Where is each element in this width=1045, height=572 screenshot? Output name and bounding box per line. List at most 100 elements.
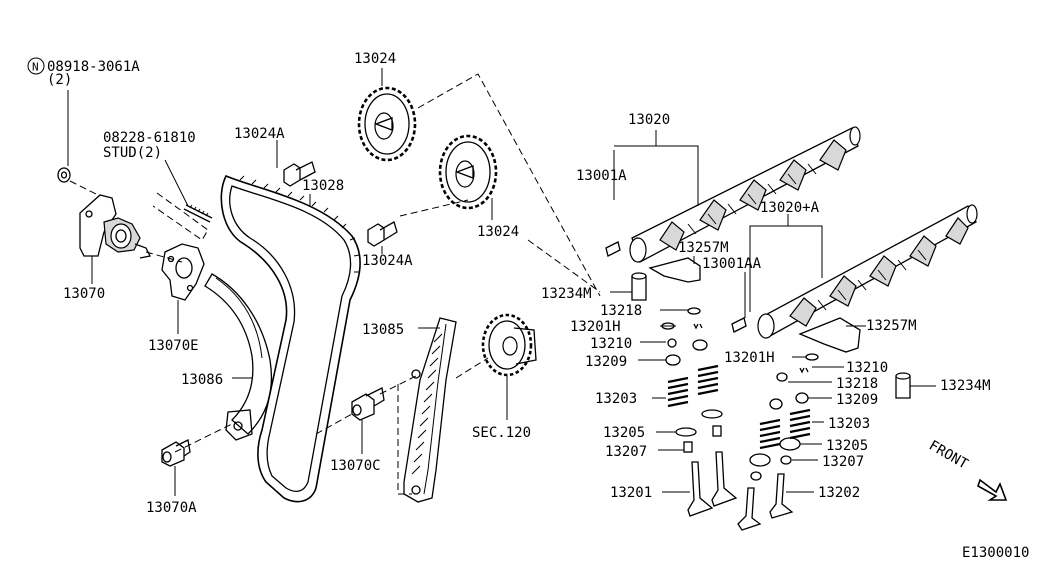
spring-left-label: 13203: [595, 391, 637, 407]
crank-dash-line: [455, 357, 489, 379]
valve-seal-left-icon: [683, 441, 693, 453]
bolt-quantity: (2): [47, 72, 72, 88]
bolt-part-number: 08918-3061A: [47, 59, 140, 75]
retainer-right-icon: [805, 353, 819, 361]
collet-right-label: 13218: [836, 376, 878, 392]
collet-left-keys-icon: [693, 323, 703, 330]
tension-guide-icon: [403, 317, 457, 503]
rocker-left-label: 13257M: [678, 240, 729, 256]
crank-label: SEC.120: [472, 425, 531, 441]
spring-seat-right-icon-2: [769, 398, 783, 410]
front-arrow-icon: [977, 478, 1008, 501]
guide-bolt-dash: [174, 421, 237, 453]
sprocket-right-label: 13024: [477, 224, 519, 240]
spring-seat-left-icon: [665, 354, 681, 366]
slack-guide-label: 13086: [181, 372, 223, 388]
exhaust-valve-icon: [737, 473, 794, 531]
tensioner-label: 13070: [63, 286, 105, 302]
dowel-pin-a-icon: [605, 241, 621, 257]
guide-bolt-label: 13070A: [146, 500, 197, 516]
dowel-pin-b-icon: [731, 317, 747, 333]
lash-right-label: 13234M: [940, 378, 991, 394]
exhaust-valve-label: 13202: [818, 485, 860, 501]
collet-right-keys-icon: [799, 367, 809, 374]
retainer-right-label: 13201H: [724, 350, 775, 366]
camshaft-a-label: 13020: [628, 112, 670, 128]
washer-right-icon-2: [749, 453, 771, 467]
crank-sprocket-icon: [481, 313, 537, 377]
diagram-code: E1300010: [962, 545, 1029, 561]
sprocket-dash-line: [417, 73, 601, 297]
washer-right-icon: [779, 437, 801, 451]
tensioner-gasket-dash: [145, 251, 183, 263]
timing-chain-icon: [220, 174, 361, 503]
spring-seat-right-icon: [795, 392, 809, 404]
valve-seal-right-label: 13207: [822, 454, 864, 470]
sprocket-dash-line-2: [399, 199, 469, 217]
guide-bolt-c-dash-2: [397, 384, 412, 495]
collet-left-label: 13218: [600, 303, 642, 319]
lash-adjuster-left-icon: [631, 272, 647, 301]
guide-bolt-c-label: 13070C: [330, 458, 381, 474]
guide-bolt-icon: [161, 439, 191, 467]
intake-valve-icon: [687, 451, 738, 517]
bolt-note: N 08918-3061A (2): [27, 57, 140, 88]
camshaft-b-leader: [749, 214, 823, 312]
lash-left-label: 13234M: [541, 286, 592, 302]
spring-seat-left-label: 13209: [585, 354, 627, 370]
seal-left-icon: [667, 338, 677, 348]
valve-seal-right-icon: [780, 455, 792, 465]
tensioner-dash: [69, 180, 101, 197]
valve-seal-right-icon-2: [750, 471, 762, 481]
cam-bolt-icon-a: [283, 161, 316, 187]
tensioner-gasket-icon: [161, 243, 205, 301]
seal-left-label: 13210: [590, 336, 632, 352]
camshaft-b-icon: [757, 204, 978, 339]
valve-spring-left-icon: [667, 364, 719, 408]
collet-left-icon: [687, 307, 701, 315]
cam-sprocket-right-icon: [438, 134, 498, 210]
washer-left-label: 13205: [603, 425, 645, 441]
bolt-b-label: 13024A: [362, 253, 413, 269]
circled-n-letter: N: [32, 61, 39, 74]
rocker-right-icon: [798, 317, 861, 353]
sprocket-top-label: 13024: [354, 51, 396, 67]
valve-seal-left-label: 13207: [605, 444, 647, 460]
retainer-left-label: 13201H: [570, 319, 621, 335]
stud-leader: [164, 159, 189, 207]
camshaft-b-label: 13020+A: [760, 200, 820, 216]
pin-b-label: 13001AA: [702, 256, 762, 272]
stud-part-number: 08228-61810: [103, 130, 196, 146]
cam-bolt-icon-b: [367, 221, 398, 247]
bolt-a-label: 13024A: [234, 126, 285, 142]
stud-label: STUD(2): [103, 145, 162, 161]
guide-bolt-c-icon: [351, 387, 385, 421]
camshaft-a-icon: [629, 126, 861, 263]
valve-spring-right-icon: [759, 408, 811, 450]
gasket-label: 13070E: [148, 338, 199, 354]
cam-sprocket-top-icon: [357, 86, 417, 162]
seal-right-label: 13210: [846, 360, 888, 376]
valve-seal-left-icon-2: [712, 425, 722, 437]
retainer-left-icon: [661, 322, 675, 330]
chain-tensioner-icon: [79, 194, 151, 259]
washer-left-icon-2: [701, 409, 723, 419]
slack-guide-icon: [204, 273, 273, 441]
seal-left-icon-2: [692, 339, 708, 351]
washer-right-label: 13205: [826, 438, 868, 454]
circled-n-icon: [27, 57, 45, 75]
bolt-washer-icon: [57, 167, 71, 183]
washer-left-icon: [675, 427, 697, 437]
stud-dash-line: [152, 192, 209, 241]
rocker-right-label: 13257M: [866, 318, 917, 334]
spring-seat-right-label: 13209: [836, 392, 878, 408]
tension-guide-label: 13085: [362, 322, 404, 338]
guide-bolt-c-dash: [379, 375, 417, 395]
chain-label: 13028: [302, 178, 344, 194]
guide-bolt-c-dash-3: [315, 413, 353, 435]
rocker-left-icon: [648, 257, 701, 283]
front-direction-label: FRONT: [926, 438, 971, 473]
cam-dash-line: [527, 239, 601, 293]
